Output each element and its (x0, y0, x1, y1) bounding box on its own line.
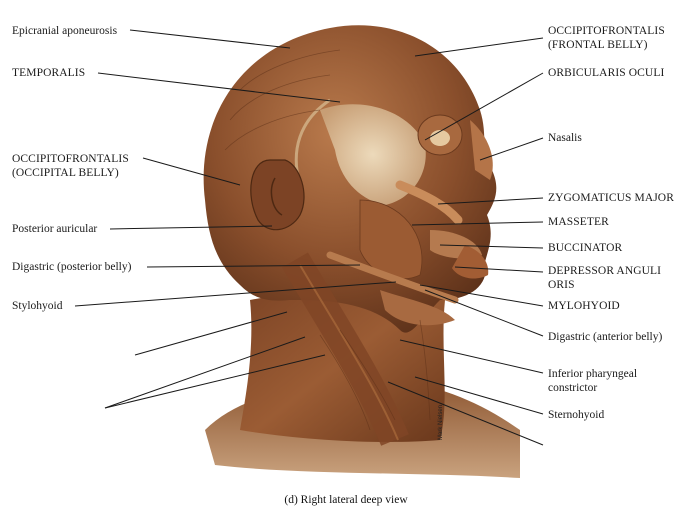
label-temporalis: TEMPORALIS (12, 67, 86, 79)
zygomaticus (395, 180, 463, 225)
label-occipitofrontalis-frontal-line1: OCCIPITOFRONTALIS (548, 25, 665, 37)
figure-caption: (d) Right lateral deep view (284, 494, 408, 506)
label-posterior-auricular: Posterior auricular (12, 223, 98, 235)
leader-lines (74, 29, 544, 446)
label-masseter: MASSETER (548, 216, 609, 228)
label-stylohyoid: Stylohyoid (12, 300, 63, 312)
label-nasalis: Nasalis (548, 132, 582, 144)
label-depressor-anguli-line2: ORIS (548, 279, 575, 291)
temporalis-tendon (320, 104, 426, 205)
label-orbicularis-oculi: ORBICULARIS OCULI (548, 67, 665, 79)
ear (250, 159, 305, 231)
label-epicranial-aponeurosis: Epicranial aponeurosis (12, 25, 118, 37)
label-digastric-anterior: Digastric (anterior belly) (548, 331, 663, 343)
neck-strap (282, 252, 409, 446)
artist-signature: Mark Nielsen (438, 404, 444, 440)
label-mylohyoid: MYLOHYOID (548, 300, 620, 312)
label-occipitofrontalis-occipital-line1: OCCIPITOFRONTALIS (12, 153, 129, 165)
label-inferior-pharyngeal-line2: constrictor (548, 382, 598, 394)
label-occipitofrontalis-occipital-line2: (OCCIPITAL BELLY) (12, 167, 119, 179)
label-sternohyoid: Sternohyoid (548, 409, 605, 421)
label-digastric-posterior: Digastric (posterior belly) (12, 261, 132, 273)
mylohyoid-region (380, 290, 455, 326)
digastric (326, 251, 459, 304)
label-zygomaticus-major: ZYGOMATICUS MAJOR (548, 192, 674, 204)
label-depressor-anguli-line1: DEPRESSOR ANGULI (548, 265, 662, 277)
label-occipitofrontalis-frontal-line2: (FRONTAL BELLY) (548, 39, 648, 51)
label-buccinator: BUCCINATOR (548, 242, 623, 254)
label-inferior-pharyngeal-line1: Inferior pharyngeal (548, 368, 638, 380)
masseter (359, 199, 423, 280)
lips (452, 245, 489, 279)
nasalis (470, 120, 493, 180)
